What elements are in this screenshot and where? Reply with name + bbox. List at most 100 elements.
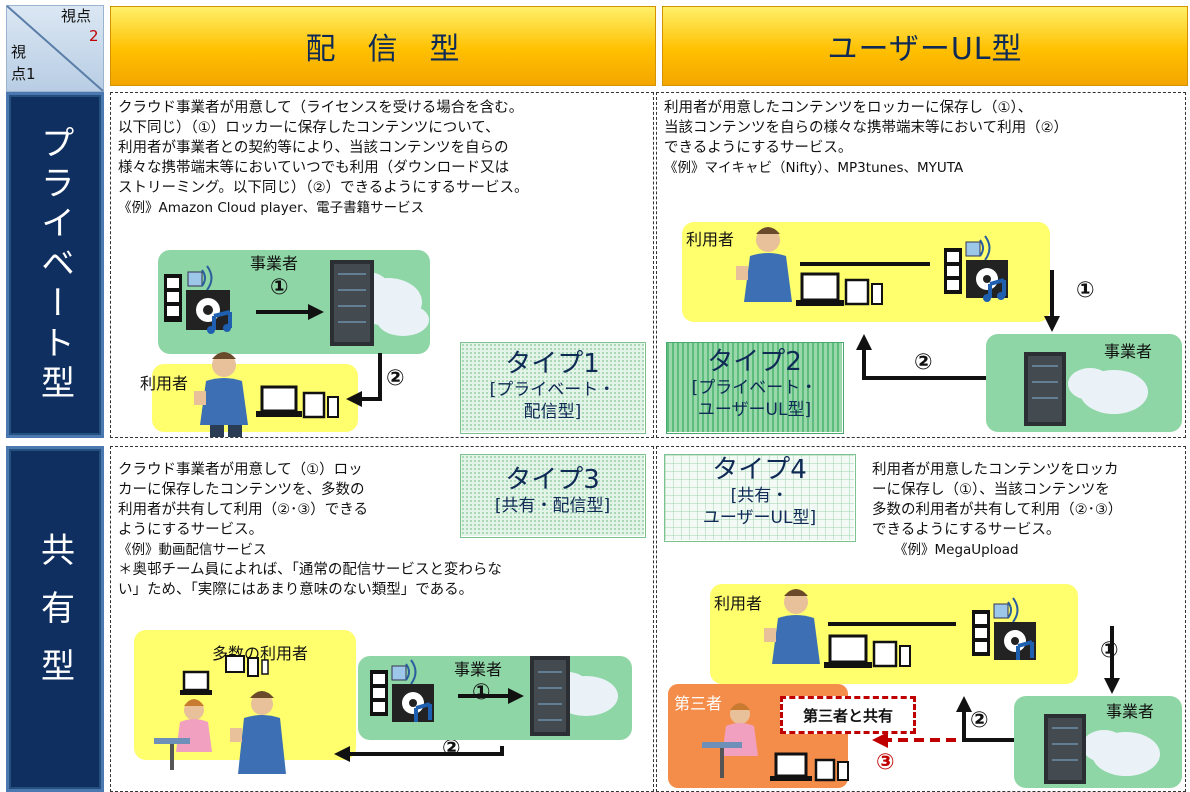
note-shared-delivery: ＊奥邨チーム員によれば、「通常の配信サービスと変わらな い」ため、「実際にはあま… [118,560,654,600]
cloud-server-icon [330,260,429,346]
cell-private-delivery [110,92,654,438]
provider-illustration [370,656,618,736]
desc-line: ーに保存し（①）、当該コンテンツを [872,482,1110,498]
person-icon [154,699,212,770]
type-2-title: タイプ2 [707,347,802,377]
desc-line: クラウド事業者が用意して（ライセンスを受ける場合を含む。 [118,100,524,116]
desc-private-delivery: クラウド事業者が用意して（ライセンスを受ける場合を含む。 以下同じ）（①）ロッカ… [118,98,654,218]
example-line: 《例》動画配信サービス [118,542,267,558]
type-3-sub: [共有・配信型] [494,496,611,516]
desc-line: 以下同じ）（①）ロッカーに保存したコンテンツについて、 [118,120,500,136]
note-line: ＊奥邨チーム員によれば、「通常の配信サービスと変わらな [118,562,502,578]
media-icon [370,659,434,722]
user-upload-illustration [764,589,1120,748]
type-3-badge: タイプ3 [共有・配信型] [460,454,646,538]
desc-line: ストリーミング。以下同じ）（②）できるようにするサービス。 [118,180,529,196]
devices-icon [796,272,883,306]
type-2-sub: ユーザーUL型] [697,400,812,420]
corner-top-num: 2 [89,27,99,45]
corner-side-1: 視 [11,43,27,61]
share-with-third-party-box: 第三者と共有 [780,696,916,734]
example-line: 《例》マイキャビ（Nifty）、MP3tunes、MYUTA [664,160,964,176]
desc-line: 多数の利用者が共有して利用（②･③） [872,502,1123,518]
header-delivery-label: 配 信 型 [305,32,461,67]
type-4-title: タイプ4 [712,455,807,485]
media-icon [972,597,1036,660]
desc-line: 利用者が事業者との契約等により、当該コンテンツを自らの [118,140,509,156]
type-1-title: タイプ1 [505,349,600,379]
header-user-upload: ユーザーUL型 [662,6,1188,86]
cell-private-upload [656,92,1186,438]
row-header-shared: 共有型 [6,446,104,792]
desc-shared-upload: 利用者が用意したコンテンツをロッカ ーに保存し（①）、当該コンテンツを 多数の利… [872,460,1188,560]
desc-shared-delivery: クラウド事業者が用意して（①）ロッ カーに保存したコンテンツを、多数の 利用者が… [118,460,458,560]
step-2-label: ② [386,366,405,391]
cloud-server-icon [1024,352,1148,426]
desc-line: 利用者が用意したコンテンツをロッカーに保存し（①）、 [664,100,1033,116]
corner-header: 視点 2 視 点1 [6,5,104,92]
step-1-label: ① [472,680,491,705]
person-icon [194,352,248,437]
user-label: 利用者 [686,230,735,249]
type-4-sub: [共有・ [730,486,789,506]
devices-icon [770,752,849,782]
media-icon [164,265,232,334]
devices-icon [256,385,339,419]
person-icon [230,691,286,774]
provider-label: 事業者 [1104,342,1153,361]
type-1-sub: 配信型] [523,402,582,422]
share-with-third-party-label: 第三者と共有 [802,706,893,725]
shared-delivery-illustration [154,655,504,774]
user-illustration [194,352,382,437]
user-label: 利用者 [714,594,763,613]
desc-line: 様々な携帯端末等においていつでも利用（ダウンロード又は [118,160,510,176]
provider-label: 事業者 [250,254,299,273]
corner-side-2: 点1 [11,65,36,83]
note-line: い」ため、「実際にはあまり意味のない類型」である。 [118,582,474,598]
step-2-label: ② [442,736,461,761]
type-4-sub: ユーザーUL型] [702,508,817,528]
type-1-badge: タイプ1 [プライベート・ 配信型] [460,342,646,434]
header-user-upload-label: ユーザーUL型 [827,32,1023,67]
devices-icon [180,655,269,695]
header-delivery: 配 信 型 [110,6,656,86]
provider-label: 事業者 [1106,702,1155,721]
step-1-label: ① [1100,638,1119,663]
third-party-illustration [702,703,849,782]
desc-line: できるようにするサービス。 [872,522,1061,538]
desc-private-upload: 利用者が用意したコンテンツをロッカーに保存し（①）、 当該コンテンツを自らの様々… [664,98,1184,178]
example-line: 《例》Amazon Cloud player、電子書籍サービス [118,200,425,216]
desc-line: ようにするサービス。 [118,522,264,538]
desc-line: クラウド事業者が用意して（①）ロッ [118,462,363,478]
cloud-server-icon [1044,714,1160,784]
person-icon [764,589,820,664]
person-icon [736,227,792,302]
step-2-label: ② [914,350,933,375]
step-3-label: ③ [876,750,895,775]
provider-label: 事業者 [454,660,503,679]
desc-line: できるようにするサービス。 [664,140,853,156]
example-line: 《例》MegaUpload [894,542,1019,558]
third-party-label: 第三者 [674,694,723,713]
desc-line: 利用者が共有して利用（②･③）できる [118,502,369,518]
diagonal-divider [6,5,104,92]
type-2-badge: タイプ2 [プライベート・ ユーザーUL型] [666,342,844,434]
step-1-label: ① [270,275,289,300]
arrow-2 [346,353,382,407]
user-label: 利用者 [140,374,189,393]
desc-line: 利用者が用意したコンテンツをロッカ [872,462,1119,478]
desc-line: 当該コンテンツを自らの様々な携帯端末等において利用（②） [664,120,1069,136]
type-2-sub: [プライベート・ [691,378,818,398]
type-3-title: タイプ3 [505,465,600,495]
row-header-private: プライベート型 [6,92,104,438]
row-header-shared-label: 共有型 [34,532,75,706]
arrow-2 [956,696,1016,742]
cloud-server-icon [530,656,618,736]
step-1-label: ① [1076,278,1095,303]
desc-line: カーに保存したコンテンツを、多数の [118,482,365,498]
media-icon [944,235,1008,302]
arrow-2 [856,334,986,380]
row-header-private-label: プライベート型 [34,125,75,405]
type-4-badge: タイプ4 [共有・ ユーザーUL型] [664,454,856,542]
corner-top-text: 視点 [61,7,92,25]
